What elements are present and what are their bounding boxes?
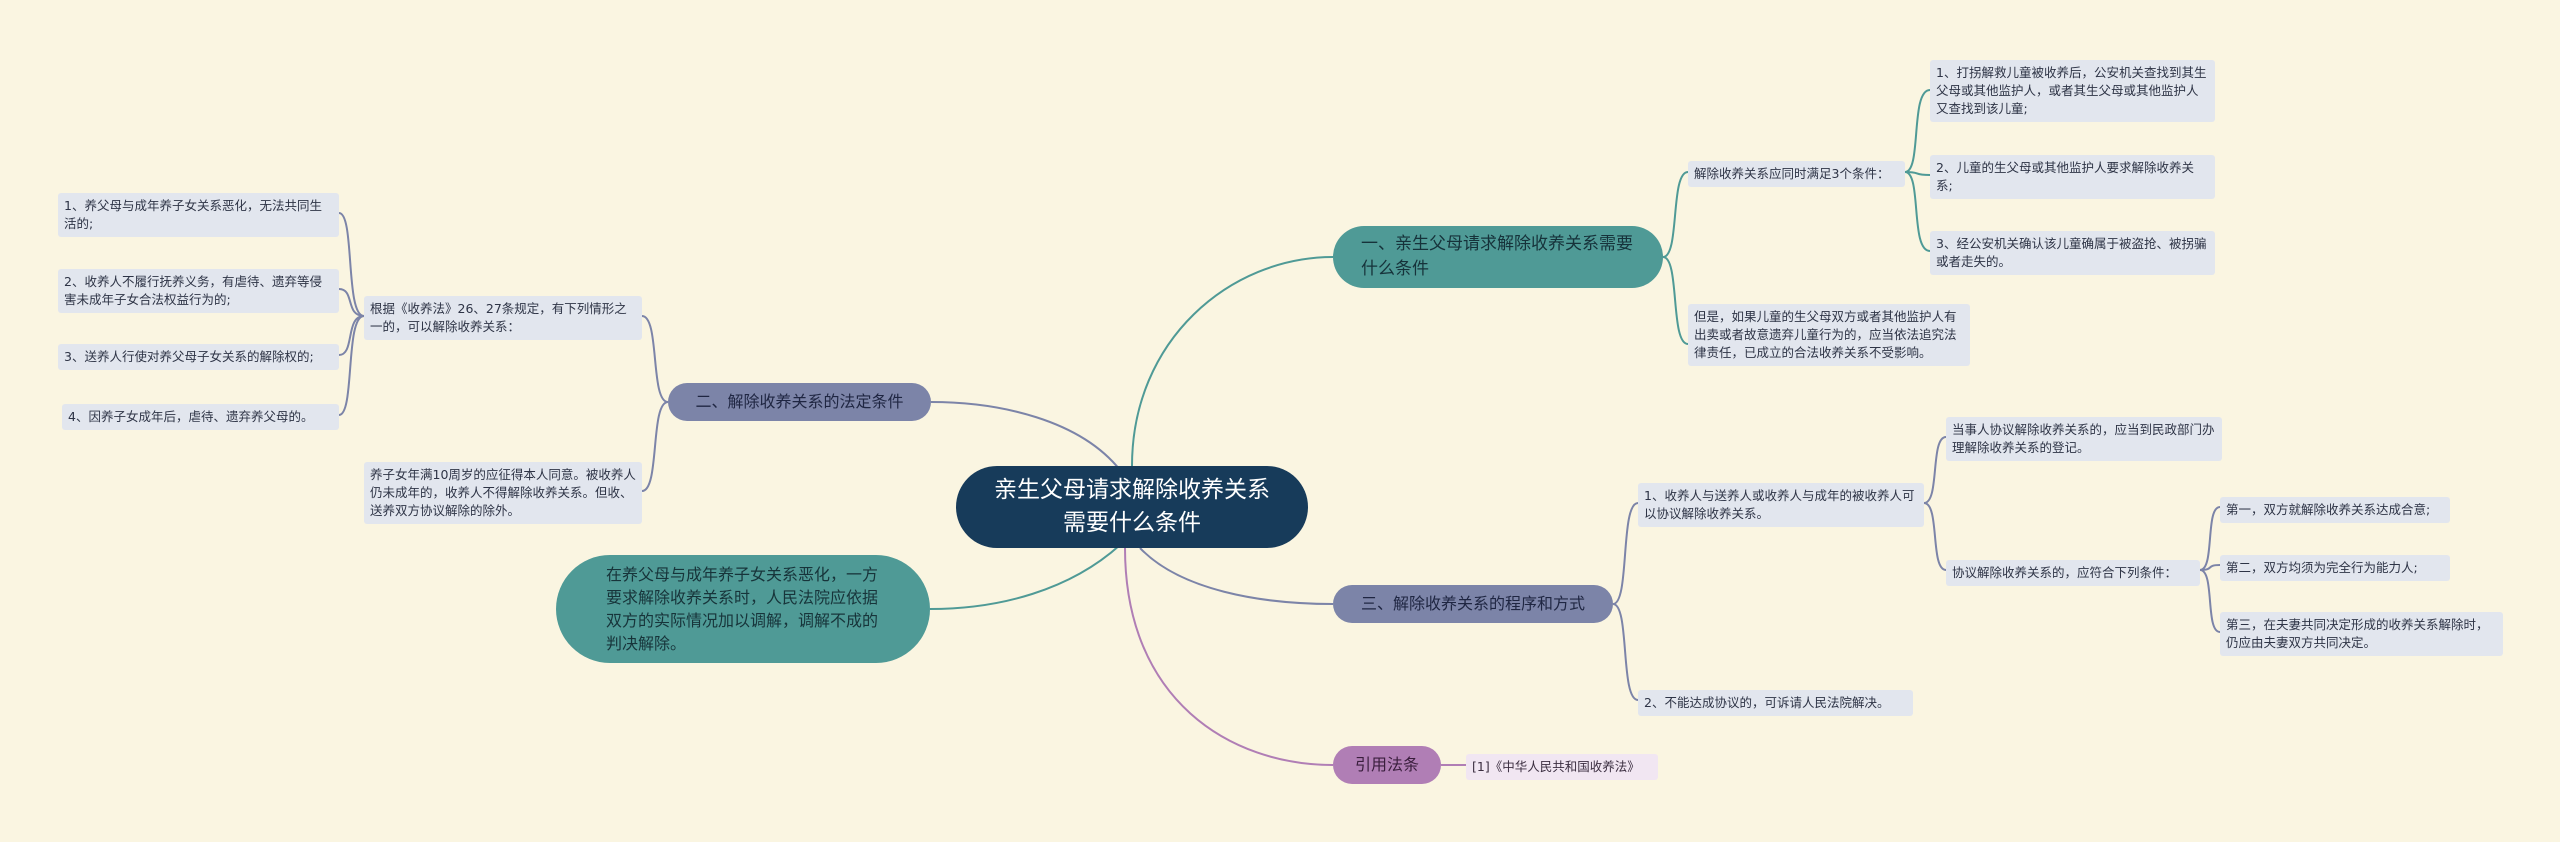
- link-b3-sub1: [1612, 502, 1639, 605]
- link-root-b5: [929, 544, 1121, 610]
- root-topic[interactable]: 亲生父母请求解除收养关系需要什么条件: [956, 466, 1308, 548]
- branch-procedure[interactable]: 三、解除收养关系的程序和方式: [1333, 585, 1613, 623]
- link-root-b1: [1131, 256, 1334, 467]
- link-root-b3: [1139, 547, 1334, 605]
- b1-exception-note[interactable]: 但是，如果儿童的生父母双方或者其他监护人有出卖或者故意遗弃儿童行为的，应当依法追…: [1688, 304, 1970, 367]
- b2-item-2[interactable]: 2、收养人不履行抚养义务，有虐待、遗弃等侵害未成年子女合法权益行为的;: [58, 269, 339, 314]
- b2-law-basis[interactable]: 根据《收养法》26、27条规定，有下列情形之一的，可以解除收养关系：: [364, 296, 642, 341]
- b2-item-3[interactable]: 3、送养人行使对养父母子女关系的解除权的;: [58, 344, 339, 371]
- b3-agreement[interactable]: 1、收养人与送养人或收养人与成年的被收养人可以协议解除收养关系。: [1638, 483, 1924, 528]
- b2-age-note[interactable]: 养子女年满10周岁的应征得本人同意。被收养人仍未成年的，收养人不得解除收养关系。…: [364, 462, 642, 525]
- b1-condition-1[interactable]: 1、打拐解救儿童被收养后，公安机关查找到其生父母或其他监护人，或者其生父母或其他…: [1930, 60, 2215, 123]
- link-b1-sub2: [1662, 256, 1689, 345]
- branch-legal-conditions[interactable]: 二、解除收养关系的法定条件: [668, 383, 931, 421]
- branch-citations[interactable]: 引用法条: [1333, 746, 1441, 784]
- link-b2-sub1: [641, 315, 669, 403]
- b3-condition-3[interactable]: 第三，在夫妻共同决定形成的收养关系解除时，仍应由夫妻双方共同决定。: [2220, 612, 2503, 657]
- branch-dissolution-conditions[interactable]: 一、亲生父母请求解除收养关系需要什么条件: [1333, 226, 1663, 288]
- b1-condition-2[interactable]: 2、儿童的生父母或其他监护人要求解除收养关系;: [1930, 155, 2215, 200]
- b3-condition-1[interactable]: 第一，双方就解除收养关系达成合意;: [2220, 497, 2450, 524]
- b2-item-1[interactable]: 1、养父母与成年养子女关系恶化，无法共同生活的;: [58, 193, 339, 238]
- b1-condition-3[interactable]: 3、经公安机关确认该儿童确属于被盗抢、被拐骗或者走失的。: [1930, 231, 2215, 276]
- link-root-b4: [1124, 547, 1334, 766]
- b3-registration[interactable]: 当事人协议解除收养关系的，应当到民政部门办理解除收养关系的登记。: [1946, 417, 2222, 462]
- citation-adoption-law[interactable]: [1]《中华人民共和国收养法》: [1466, 754, 1658, 781]
- link-b1-sub1: [1662, 171, 1689, 258]
- b2-item-4[interactable]: 4、因养子女成年后，虐待、遗弃养父母的。: [62, 404, 339, 431]
- link-root-b2: [930, 401, 1121, 471]
- link-b3-sub2: [1612, 603, 1639, 701]
- b1-requirement-intro[interactable]: 解除收养关系应同时满足3个条件：: [1688, 161, 1905, 188]
- b3-condition-2[interactable]: 第二，双方均须为完全行为能力人;: [2220, 555, 2450, 582]
- b3-court[interactable]: 2、不能达成协议的，可诉请人民法院解决。: [1638, 690, 1913, 717]
- b3-agreement-conditions[interactable]: 协议解除收养关系的，应符合下列条件：: [1946, 560, 2200, 587]
- link-b2-sub2: [641, 401, 669, 492]
- branch-court-mediation[interactable]: 在养父母与成年养子女关系恶化，一方要求解除收养关系时，人民法院应依据双方的实际情…: [556, 555, 930, 663]
